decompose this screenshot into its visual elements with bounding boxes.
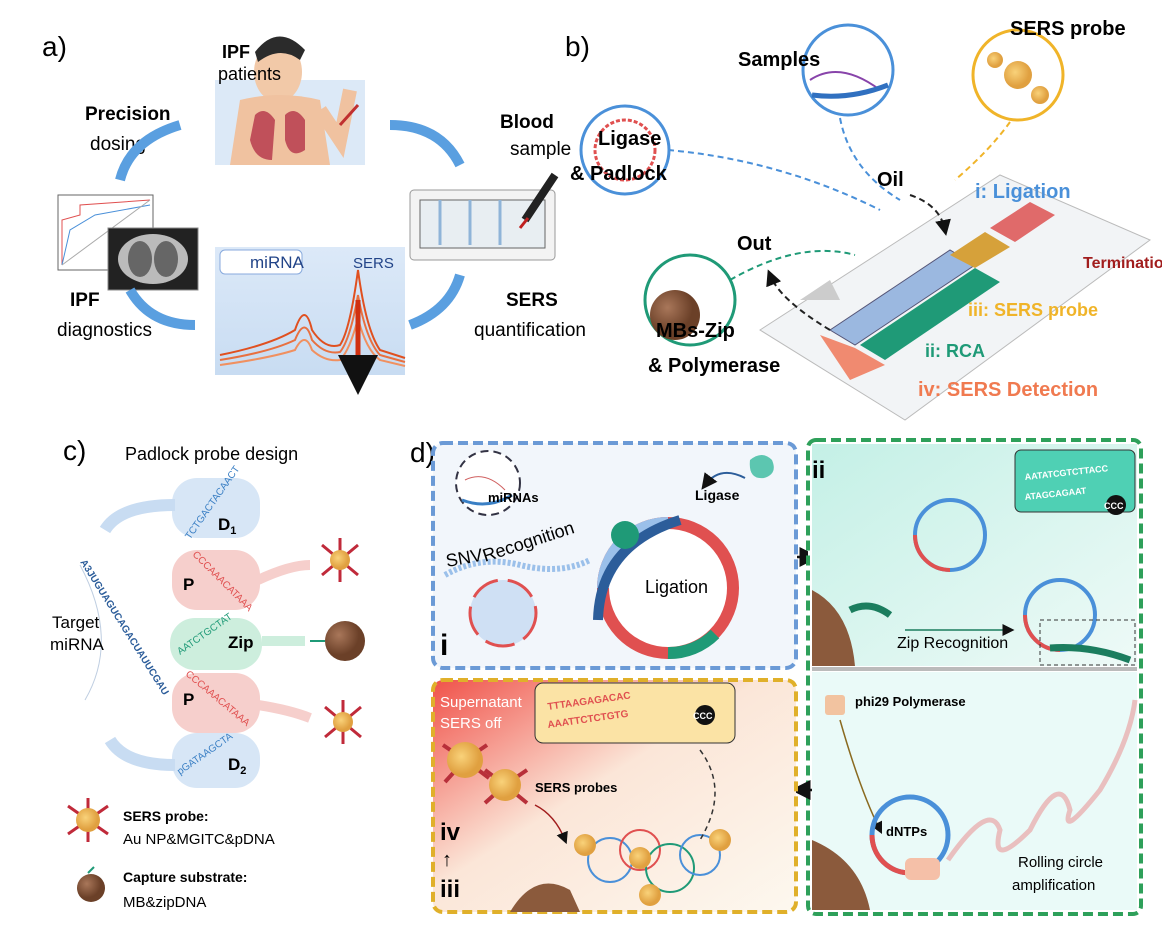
patient-illustration	[215, 36, 365, 165]
ligase-label: Ligase	[695, 487, 740, 503]
panel-d-ligation-box: miRNAs SNV Recognition Ligase Ligation i	[431, 441, 798, 670]
sers-probes-label: SERS probes	[535, 780, 617, 795]
legend-desc: MB&zipDNA	[123, 894, 206, 911]
mirna-label: miRNA	[50, 635, 104, 654]
mirnas-label: miRNAs	[488, 490, 539, 505]
mirna-label: miRNA	[250, 253, 304, 272]
panel-d: d) miRNAs SNV Recognition Ligase Ligatio…	[410, 437, 1143, 916]
panel-d-label: d)	[410, 437, 435, 468]
samples-label: Samples	[738, 49, 820, 71]
zip-recognition-label: Zip Recognition	[897, 635, 1008, 652]
sers-device-illustration	[409, 172, 559, 261]
ligation-label: Ligation	[645, 577, 708, 597]
step-arrow-icon: ↑	[442, 849, 452, 871]
d2-block	[172, 733, 260, 788]
d1-label: D1	[218, 515, 236, 537]
panel-d-detection-box: TTTAAGAGACAC AAATTCTCTGTG CCC Supernatan…	[431, 678, 798, 914]
sers-label: SERS	[506, 290, 558, 311]
magnetic-bead-icon	[310, 621, 365, 661]
polymerase-icon	[825, 695, 845, 715]
d2-label: D2	[228, 755, 246, 777]
zip-ccc-label: CCC	[1104, 501, 1124, 511]
target-label: Target	[52, 613, 100, 632]
polymerase-label: & Polymerase	[648, 355, 780, 377]
legend-title: SERS probe:	[123, 808, 209, 824]
ligation-step-label: i: Ligation	[975, 181, 1071, 203]
sers-probe-icon	[321, 538, 359, 582]
arrow-icon	[255, 560, 311, 585]
legend-desc: Au NP&MGITC&pDNA	[123, 831, 275, 848]
out-label: Out	[737, 233, 772, 255]
d1-block	[172, 478, 260, 538]
cycle-arrow-icon	[389, 120, 465, 168]
panel-b-label: b)	[565, 31, 590, 62]
legend-title: Capture substrate:	[123, 869, 247, 885]
sers-probe-icon	[441, 742, 491, 784]
blood-label: Blood	[500, 112, 554, 133]
rca-step-label: ii: RCA	[925, 341, 985, 361]
panel-d-zip-rca-box: AATATCGTCTTACC ATAGCAGAAT CCC ii Zip Rec…	[806, 438, 1143, 916]
oil-label: Oil	[877, 169, 904, 191]
cycle-arrow-icon	[125, 287, 196, 330]
p1-label: P	[183, 575, 194, 594]
panel-c-label: c)	[63, 435, 86, 466]
ipf-label: IPF	[222, 42, 250, 62]
sers-spectrum-label: SERS	[353, 255, 394, 272]
sers-probe-icon	[67, 798, 109, 842]
padlock-label: & Padlock	[570, 163, 668, 185]
zip-label: Zip	[228, 633, 254, 652]
quantification-label: quantification	[474, 320, 586, 341]
arrow-icon	[104, 736, 176, 771]
step-ii-numeral: ii	[812, 457, 825, 484]
arrow-icon	[257, 700, 312, 723]
precision-label: Precision	[85, 104, 171, 125]
sers-probe-icon	[483, 768, 529, 805]
sers-probe-step-label: iii: SERS probe	[968, 300, 1098, 320]
sers-probe-icon	[324, 700, 362, 744]
arrow-icon	[99, 499, 176, 534]
termination-label: Termination	[1083, 255, 1162, 272]
p2-label: P	[183, 690, 194, 709]
patients-label: patients	[218, 64, 281, 84]
rolling-circle-label: Rolling circle	[1018, 854, 1103, 871]
cycle-arrow-icon	[408, 273, 465, 330]
dntps-label: dNTPs	[886, 824, 927, 839]
sers-probe-label: SERS probe	[1010, 18, 1126, 40]
sample-label: sample	[510, 139, 571, 160]
roc-ct-illustration	[57, 194, 199, 291]
ipf-diag-label: IPF	[70, 290, 100, 311]
sers-off-label: SERS off	[440, 715, 502, 732]
zip-block	[170, 618, 262, 670]
amplification-label: amplification	[1012, 877, 1095, 894]
magnetic-bead-icon	[77, 866, 105, 902]
diagnostics-label: diagnostics	[57, 320, 152, 341]
step-i-numeral: i	[440, 629, 448, 662]
legend-sers-probe: SERS probe: Au NP&MGITC&pDNA	[67, 798, 275, 848]
detection-ccc-label: CCC	[693, 711, 713, 721]
step-iv-numeral: iv	[440, 819, 461, 846]
panel-b: b) Samples SERS probe Ligase	[565, 18, 1162, 421]
p2-block	[172, 673, 260, 733]
step-iii-numeral: iii	[440, 876, 460, 903]
panel-c-title: Padlock probe design	[125, 444, 298, 464]
sers-detection-step-label: iv: SERS Detection	[918, 379, 1098, 401]
panel-c: c) Padlock probe design D1 P Zip P D2 TC…	[50, 435, 365, 911]
p1-block	[172, 550, 260, 610]
sers-spectrum-illustration	[215, 247, 406, 395]
panel-a-label: a)	[42, 31, 67, 62]
ligase-label: Ligase	[598, 128, 661, 150]
cycle-arrow-icon	[115, 120, 182, 182]
legend-capture-substrate: Capture substrate: MB&zipDNA	[77, 866, 247, 911]
mbs-zip-label: MBs-Zip	[656, 320, 735, 342]
panel-a: a) IPF patients Blood sample SERS quanti…	[42, 31, 586, 395]
microfluidic-chip	[759, 174, 1151, 421]
supernatant-label: Supernatant	[440, 694, 523, 711]
rca-network	[574, 829, 731, 906]
polymerase-label: phi29 Polymerase	[855, 694, 966, 709]
